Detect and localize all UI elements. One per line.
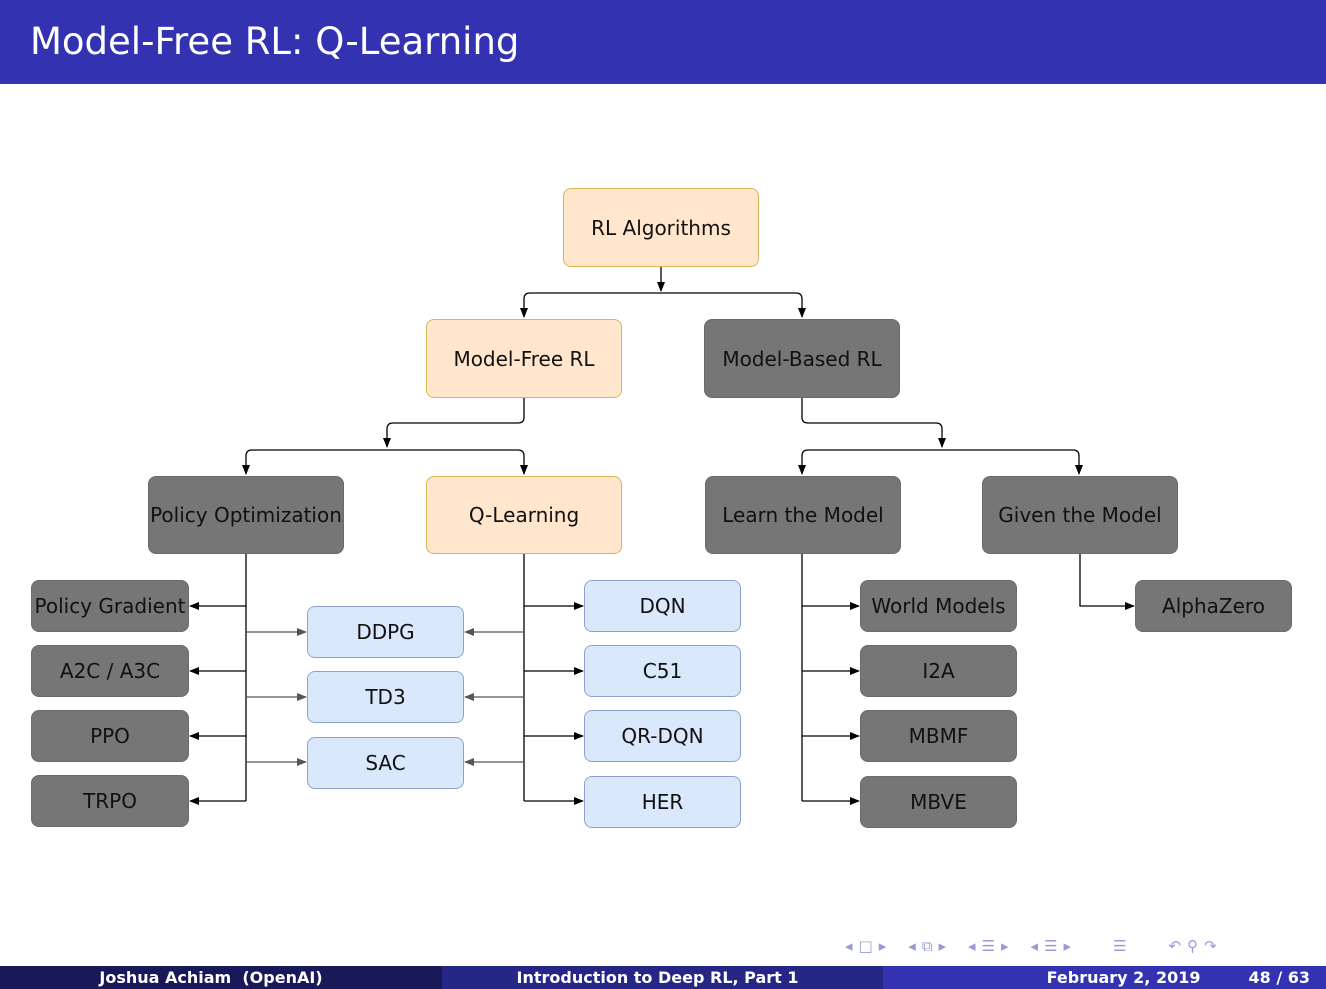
nav-toc-icon[interactable]: ☰	[1113, 937, 1127, 955]
node-ppo: PPO	[31, 710, 189, 762]
nav-frame-next-icon[interactable]: ▸	[878, 937, 887, 955]
node-learn-the-model: Learn the Model	[705, 476, 901, 554]
nav-doc-prev-icon[interactable]: ◂	[1030, 937, 1039, 955]
footer-bar: Joshua Achiam (OpenAI) Introduction to D…	[0, 966, 1326, 989]
footer-author-segment: Joshua Achiam (OpenAI)	[0, 966, 442, 989]
nav-section-prev-icon[interactable]: ◂	[968, 937, 976, 955]
footer-page-number: 48 / 63	[1248, 968, 1310, 987]
node-a2c-a3c: A2C / A3C	[31, 645, 189, 697]
footer-date-segment: February 2, 2019 48 / 63	[883, 966, 1326, 989]
nav-forward-icon[interactable]: ↷	[1204, 937, 1217, 955]
node-ddpg: DDPG	[307, 606, 464, 658]
footer-talk-title: Introduction to Deep RL, Part 1	[516, 968, 799, 987]
nav-doc-next-icon[interactable]: ▸	[1063, 937, 1072, 955]
beamer-navigation: ◂ □ ▸ ◂ ⧉ ▸ ◂ ☰ ▸ ◂ ☰ ▸ ☰ ↶ ⚲ ↷	[845, 934, 1315, 958]
nav-frame-icon[interactable]: □	[858, 937, 873, 955]
node-policy-gradient: Policy Gradient	[31, 580, 189, 632]
node-model-based-rl: Model-Based RL	[704, 319, 900, 398]
slide-title: Model-Free RL: Q-Learning	[30, 20, 520, 63]
footer-date: February 2, 2019	[1046, 968, 1201, 987]
nav-frame-prev-icon[interactable]: ◂	[845, 937, 853, 955]
title-bar: Model-Free RL: Q-Learning	[0, 0, 1326, 84]
nav-subsection-next-icon[interactable]: ▸	[938, 937, 947, 955]
nav-subsection-prev-icon[interactable]: ◂	[908, 937, 916, 955]
node-dqn: DQN	[584, 580, 741, 632]
node-q-learning: Q-Learning	[426, 476, 622, 554]
nav-subsection-icon[interactable]: ⧉	[921, 937, 933, 955]
node-i2a: I2A	[860, 645, 1017, 697]
node-alphazero: AlphaZero	[1135, 580, 1292, 632]
node-world-models: World Models	[860, 580, 1017, 632]
node-c51: C51	[584, 645, 741, 697]
node-policy-optimization: Policy Optimization	[148, 476, 344, 554]
node-her: HER	[584, 776, 741, 828]
nav-doc-icon[interactable]: ☰	[1044, 937, 1058, 955]
node-mbmf: MBMF	[860, 710, 1017, 762]
nav-search-icon[interactable]: ⚲	[1187, 937, 1199, 955]
nav-section-next-icon[interactable]: ▸	[1001, 937, 1009, 955]
footer-title-segment: Introduction to Deep RL, Part 1	[442, 966, 883, 989]
node-rl-algorithms: RL Algorithms	[563, 188, 759, 267]
node-sac: SAC	[307, 737, 464, 789]
nav-section-icon[interactable]: ☰	[981, 937, 996, 955]
node-given-the-model: Given the Model	[982, 476, 1178, 554]
node-td3: TD3	[307, 671, 464, 723]
node-model-free-rl: Model-Free RL	[426, 319, 622, 398]
node-trpo: TRPO	[31, 775, 189, 827]
node-mbve: MBVE	[860, 776, 1017, 828]
node-qr-dqn: QR-DQN	[584, 710, 741, 762]
nav-back-icon[interactable]: ↶	[1168, 937, 1182, 955]
footer-author: Joshua Achiam (OpenAI)	[99, 968, 323, 987]
